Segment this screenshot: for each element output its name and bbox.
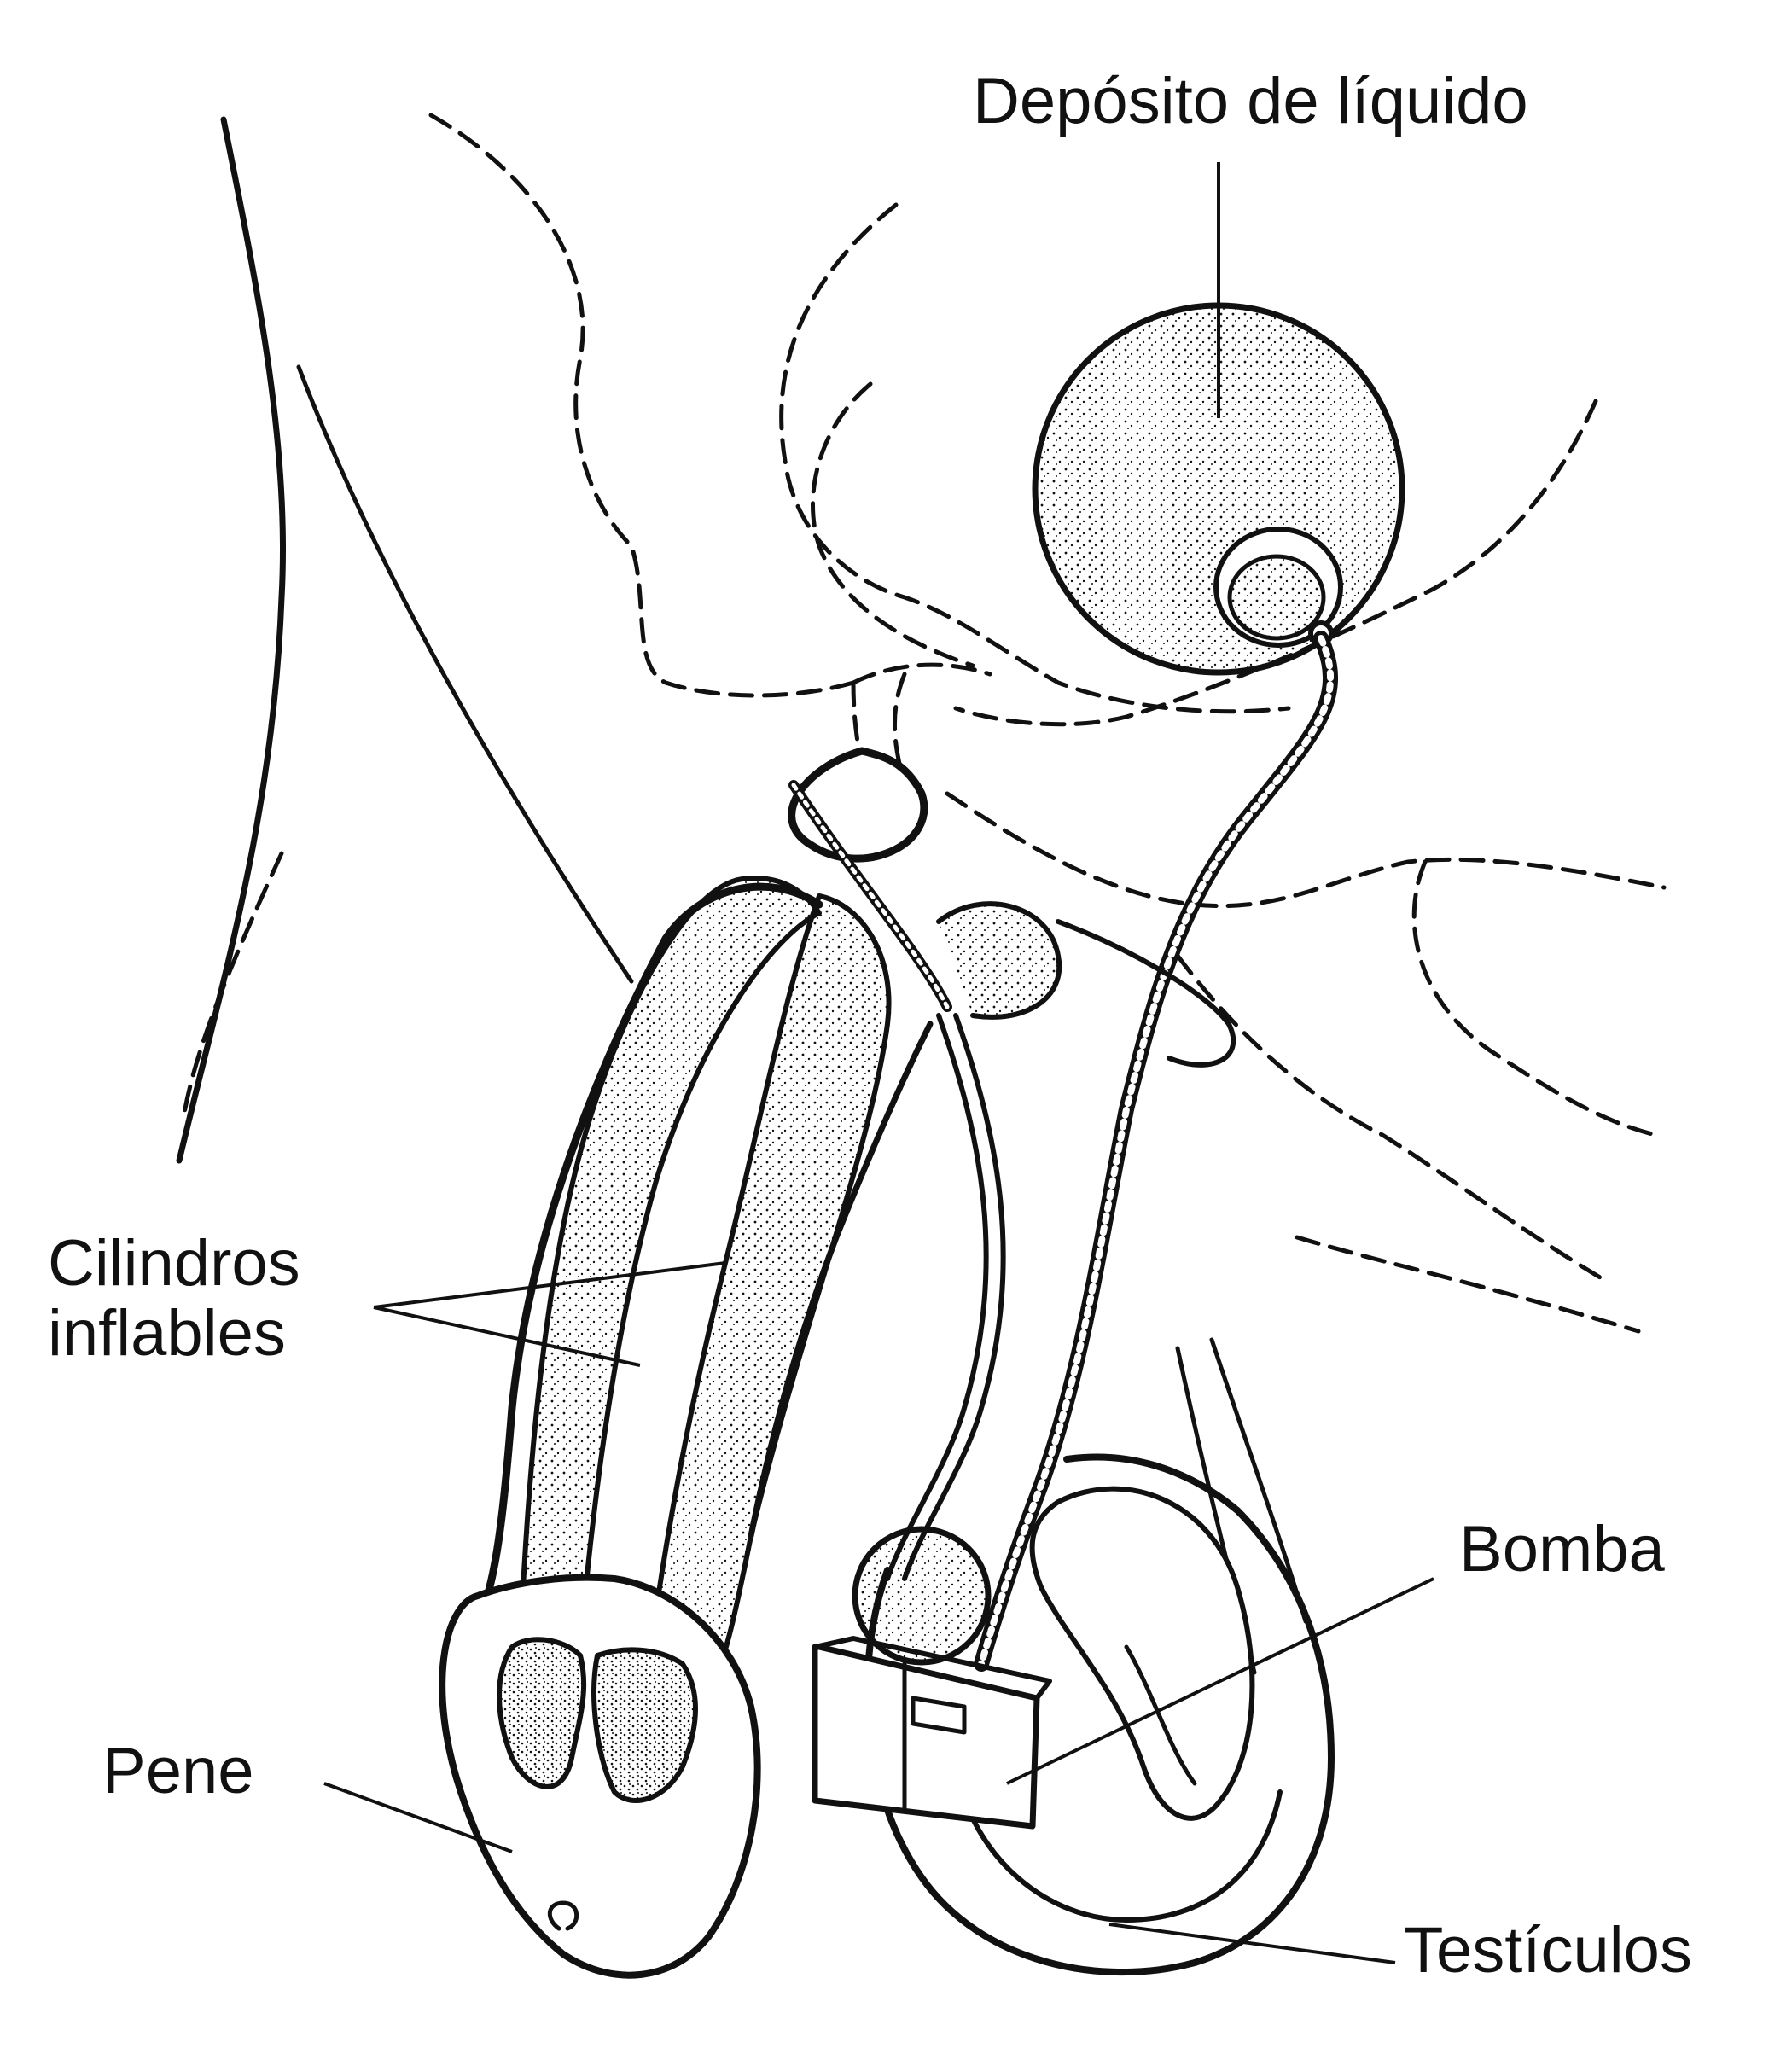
reservoir-tube-core bbox=[978, 635, 1335, 1667]
cylinder-base-rope-core bbox=[791, 783, 950, 1009]
penis-label: Pene bbox=[102, 1735, 254, 1807]
epididymis bbox=[1124, 1644, 1197, 1786]
rear-tube-band bbox=[1056, 919, 1236, 1068]
pelvis-dashed-1 bbox=[428, 113, 856, 698]
leader-cylinders-1 bbox=[373, 1261, 726, 1309]
bone-dashed-right bbox=[945, 791, 1667, 909]
leg-dashed-left bbox=[181, 851, 284, 1120]
leader-pump bbox=[1006, 1577, 1434, 1785]
pelvis-dashed-4 bbox=[851, 662, 992, 685]
bone-dashed-right-2 bbox=[1411, 859, 1658, 1137]
bone-dashed-right-3 bbox=[1175, 953, 1607, 1283]
cylinder-tip-left bbox=[497, 1637, 587, 1789]
body-outline-left bbox=[176, 116, 287, 1164]
pelvis-dashed-5 bbox=[953, 399, 1598, 727]
pump-housing-top bbox=[812, 1636, 1052, 1701]
pump-button bbox=[911, 1696, 967, 1735]
glans-outline bbox=[439, 1574, 761, 1979]
cylinders-label-line2: inflables bbox=[48, 1297, 286, 1370]
cylinder-tube-2 bbox=[902, 1013, 1006, 1581]
leader-cylinders-2 bbox=[373, 1306, 641, 1367]
scrotum-outline bbox=[864, 1453, 1335, 1976]
cylinder-tube-1 bbox=[885, 1013, 989, 1581]
testicle bbox=[1029, 1486, 1255, 1821]
cylinder-left bbox=[518, 876, 822, 1649]
scrotum-inner bbox=[953, 1764, 1283, 1923]
pump-label: Bomba bbox=[1459, 1513, 1665, 1585]
reservoir-port-inner bbox=[1227, 554, 1326, 641]
thigh-dashed-right bbox=[1295, 1235, 1641, 1334]
cylinder-tip-right bbox=[591, 1647, 698, 1803]
cylinders-label-line1: Cilindros bbox=[48, 1227, 300, 1300]
rear-tip-connector bbox=[936, 901, 1062, 1020]
pump-bulb bbox=[852, 1526, 992, 1666]
urethral-opening bbox=[547, 1900, 579, 1931]
leader-testicles bbox=[1108, 1923, 1396, 1964]
pelvis-dashed-3 bbox=[811, 381, 975, 668]
testicles-label: Testículos bbox=[1404, 1914, 1692, 1987]
body-outline-inner bbox=[296, 364, 634, 984]
leader-penis bbox=[323, 1782, 513, 1853]
reservoir-label: Depósito de líquido bbox=[973, 65, 1528, 137]
cylinders-label: Cilindros inflables bbox=[48, 1227, 300, 1370]
pelvis-dashed-2 bbox=[779, 202, 1291, 714]
pump-housing bbox=[812, 1644, 1040, 1830]
